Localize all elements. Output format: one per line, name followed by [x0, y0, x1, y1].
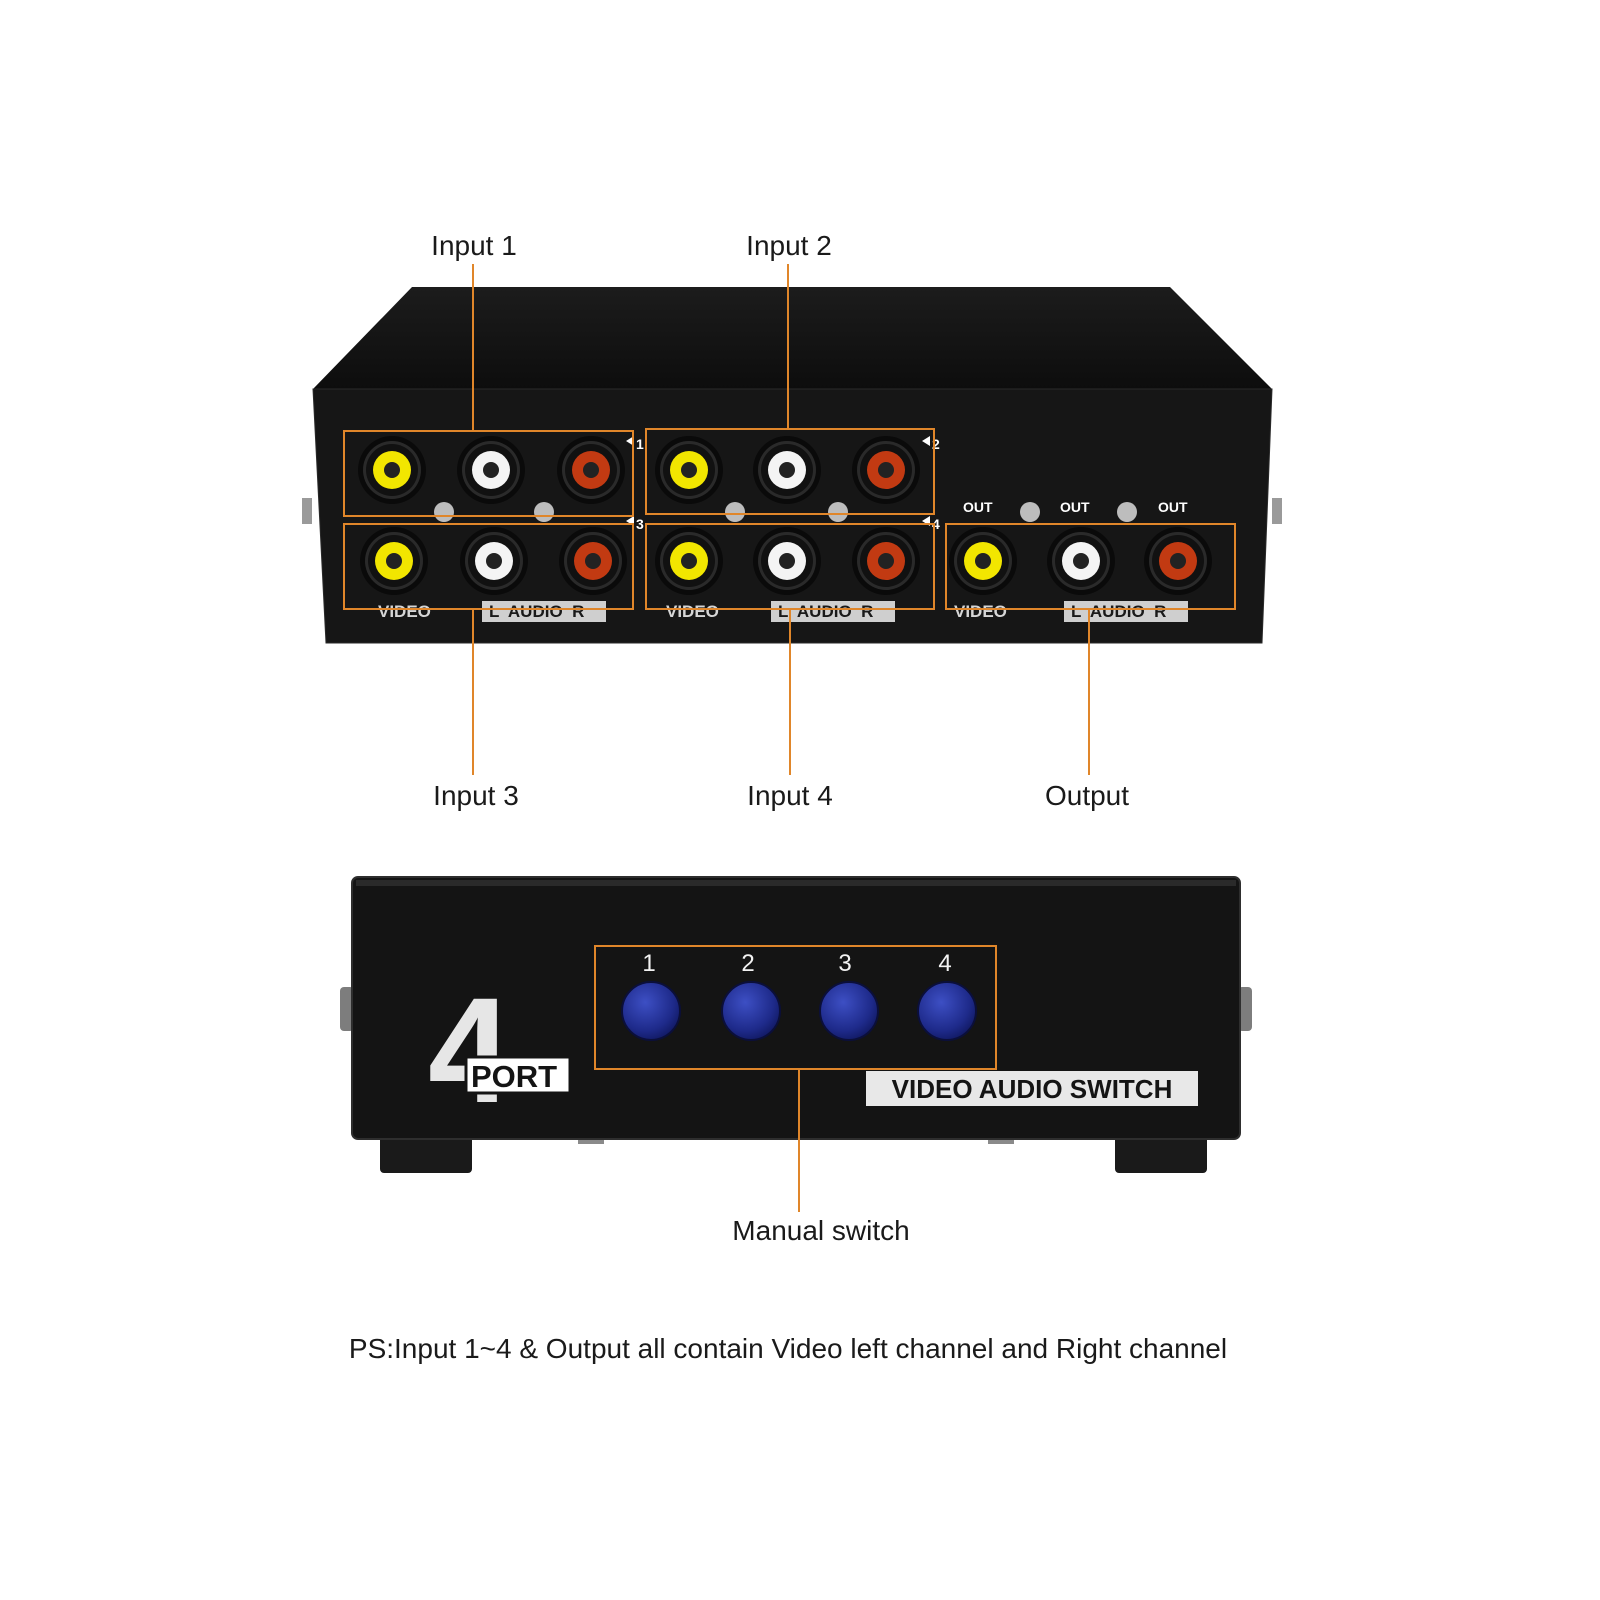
switch-button-2[interactable]: 2 [721, 950, 781, 1041]
switch-button-1-label: 1 [642, 950, 655, 977]
input2-highlight-box [645, 428, 935, 515]
badge-word-bg [464, 1055, 572, 1095]
port-marker-2: 2 [922, 436, 940, 452]
device-top-edge [356, 880, 1236, 886]
product-label-bg [866, 1071, 1198, 1106]
input3-jacks [360, 527, 627, 595]
switch-button-3[interactable]: 3 [819, 950, 879, 1041]
output-jacks [949, 527, 1212, 595]
output-video-jack [949, 527, 1017, 595]
input4-audio-right-jack [852, 527, 920, 595]
port-marker-4-text: 4 [932, 516, 940, 532]
input3-video-jack [360, 527, 428, 595]
audio-label-bg-2 [771, 601, 895, 622]
audio-label-bg-1 [482, 601, 606, 622]
input1-audio-left-jack [457, 436, 525, 504]
input1-audio-right-jack [557, 436, 625, 504]
input3-audio-right-jack [559, 527, 627, 595]
badge-word: PORT [471, 1059, 557, 1094]
output-audio-right-jack [1144, 527, 1212, 595]
input2-audio-right-jack [852, 436, 920, 504]
input3-audio-left-jack [460, 527, 528, 595]
port-marker-3-text: 3 [636, 516, 644, 532]
front-panel: 4 PORT 1 2 3 4 VIDEO AUDIO SWITCH [340, 876, 1252, 1173]
callout-output: Output [1045, 780, 1129, 811]
device-back-face [312, 388, 1273, 644]
callout-input4: Input 4 [747, 780, 833, 811]
audio-label-2: L AUDIO R [778, 602, 873, 621]
out-label-audio-left: OUT [1060, 499, 1090, 515]
four-port-badge: 4 PORT [428, 966, 572, 1134]
video-label-3: VIDEO [954, 602, 1007, 621]
switch-button-4[interactable]: 4 [917, 950, 977, 1041]
port-marker-1-text: 1 [636, 436, 644, 452]
switch-button-3-label: 3 [838, 950, 851, 977]
manual-switch-highlight-box [594, 945, 997, 1070]
output-highlight-box [945, 523, 1236, 610]
side-knob-left [340, 987, 354, 1031]
side-screw-left [302, 498, 312, 524]
back-panel: 1 2 3 4 OUT OUT OUT VIDEO L AUDIO R VIDE… [302, 287, 1282, 644]
switch-button-1[interactable]: 1 [621, 950, 681, 1041]
video-label-1: VIDEO [378, 602, 431, 621]
side-knob-right [1238, 987, 1252, 1031]
input2-jacks [655, 436, 920, 504]
input4-video-jack [655, 527, 723, 595]
device-top-face [313, 287, 1272, 389]
input4-jacks [655, 527, 920, 595]
foot-right [1115, 1135, 1207, 1173]
input1-jacks [358, 436, 625, 504]
out-label-audio-right: OUT [1158, 499, 1188, 515]
input3-highlight-box [343, 523, 634, 610]
callout-input3: Input 3 [433, 780, 519, 811]
product-label: VIDEO AUDIO SWITCH [892, 1074, 1173, 1104]
callout-input1: Input 1 [431, 230, 517, 261]
side-screw-right [1272, 498, 1282, 524]
audio-label-1: L AUDIO R [489, 602, 584, 621]
footnote: PS:Input 1~4 & Output all contain Video … [349, 1333, 1227, 1364]
input1-highlight-box [343, 430, 634, 517]
audio-label-3: L AUDIO R [1071, 602, 1166, 621]
input2-video-jack [655, 436, 723, 504]
foot-left [380, 1135, 472, 1173]
input1-video-jack [358, 436, 426, 504]
output-audio-left-jack [1047, 527, 1115, 595]
callout-input2: Input 2 [746, 230, 832, 261]
port-marker-2-text: 2 [932, 436, 940, 452]
badge-number: 4 [428, 966, 511, 1134]
audio-label-bg-3 [1064, 601, 1188, 622]
video-label-2: VIDEO [666, 602, 719, 621]
callout-manual-switch: Manual switch [732, 1215, 909, 1246]
input2-audio-left-jack [753, 436, 821, 504]
switch-button-4-label: 4 [938, 950, 951, 977]
switch-button-2-label: 2 [741, 950, 754, 977]
out-label-video: OUT [963, 499, 993, 515]
input4-audio-left-jack [753, 527, 821, 595]
